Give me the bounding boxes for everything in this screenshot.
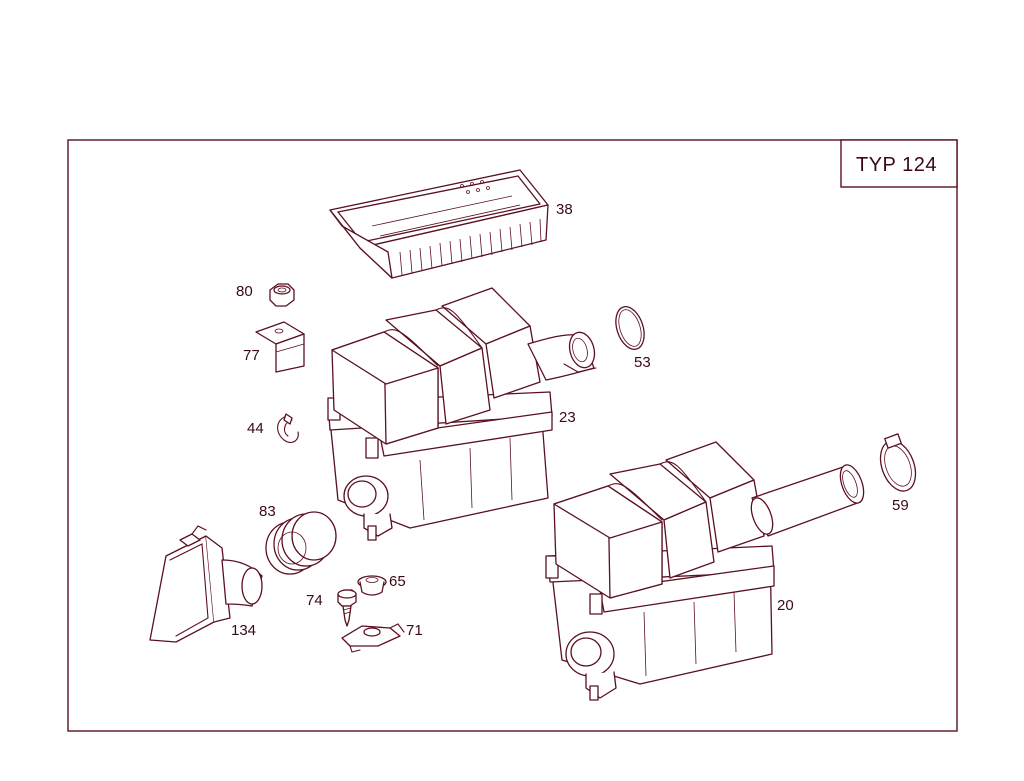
callout-77: 77 — [243, 347, 260, 364]
self-tapping-screw[interactable] — [337, 589, 357, 627]
callout-38: 38 — [556, 201, 573, 218]
sealing-ring[interactable] — [611, 303, 649, 353]
callout-80: 80 — [236, 283, 253, 300]
callout-71: 71 — [406, 622, 423, 639]
callout-59: 59 — [892, 497, 909, 514]
air-filter-element[interactable] — [329, 169, 549, 279]
hose-clip[interactable] — [277, 413, 299, 443]
air-intake-scoop[interactable] — [149, 525, 263, 643]
callout-134: 134 — [231, 622, 256, 639]
callout-44: 44 — [247, 420, 264, 437]
hex-nut[interactable] — [269, 283, 295, 307]
air-filter-housing-complete[interactable] — [545, 441, 868, 701]
support-bracket[interactable] — [341, 623, 405, 653]
callout-23: 23 — [559, 409, 576, 426]
callout-74: 74 — [306, 592, 323, 609]
model-label-box: TYP 124 — [840, 139, 958, 188]
diagram-frame — [67, 139, 958, 732]
hose-clamp[interactable] — [874, 433, 922, 496]
bellows-hose[interactable] — [265, 511, 337, 575]
model-label: TYP 124 — [856, 154, 937, 176]
rubber-grommet[interactable] — [357, 575, 387, 596]
air-filter-housing-upper[interactable] — [327, 287, 598, 541]
callout-20: 20 — [777, 597, 794, 614]
mounting-bracket[interactable] — [255, 321, 305, 373]
callout-65: 65 — [389, 573, 406, 590]
callout-53: 53 — [634, 354, 651, 371]
callout-83: 83 — [259, 503, 276, 520]
